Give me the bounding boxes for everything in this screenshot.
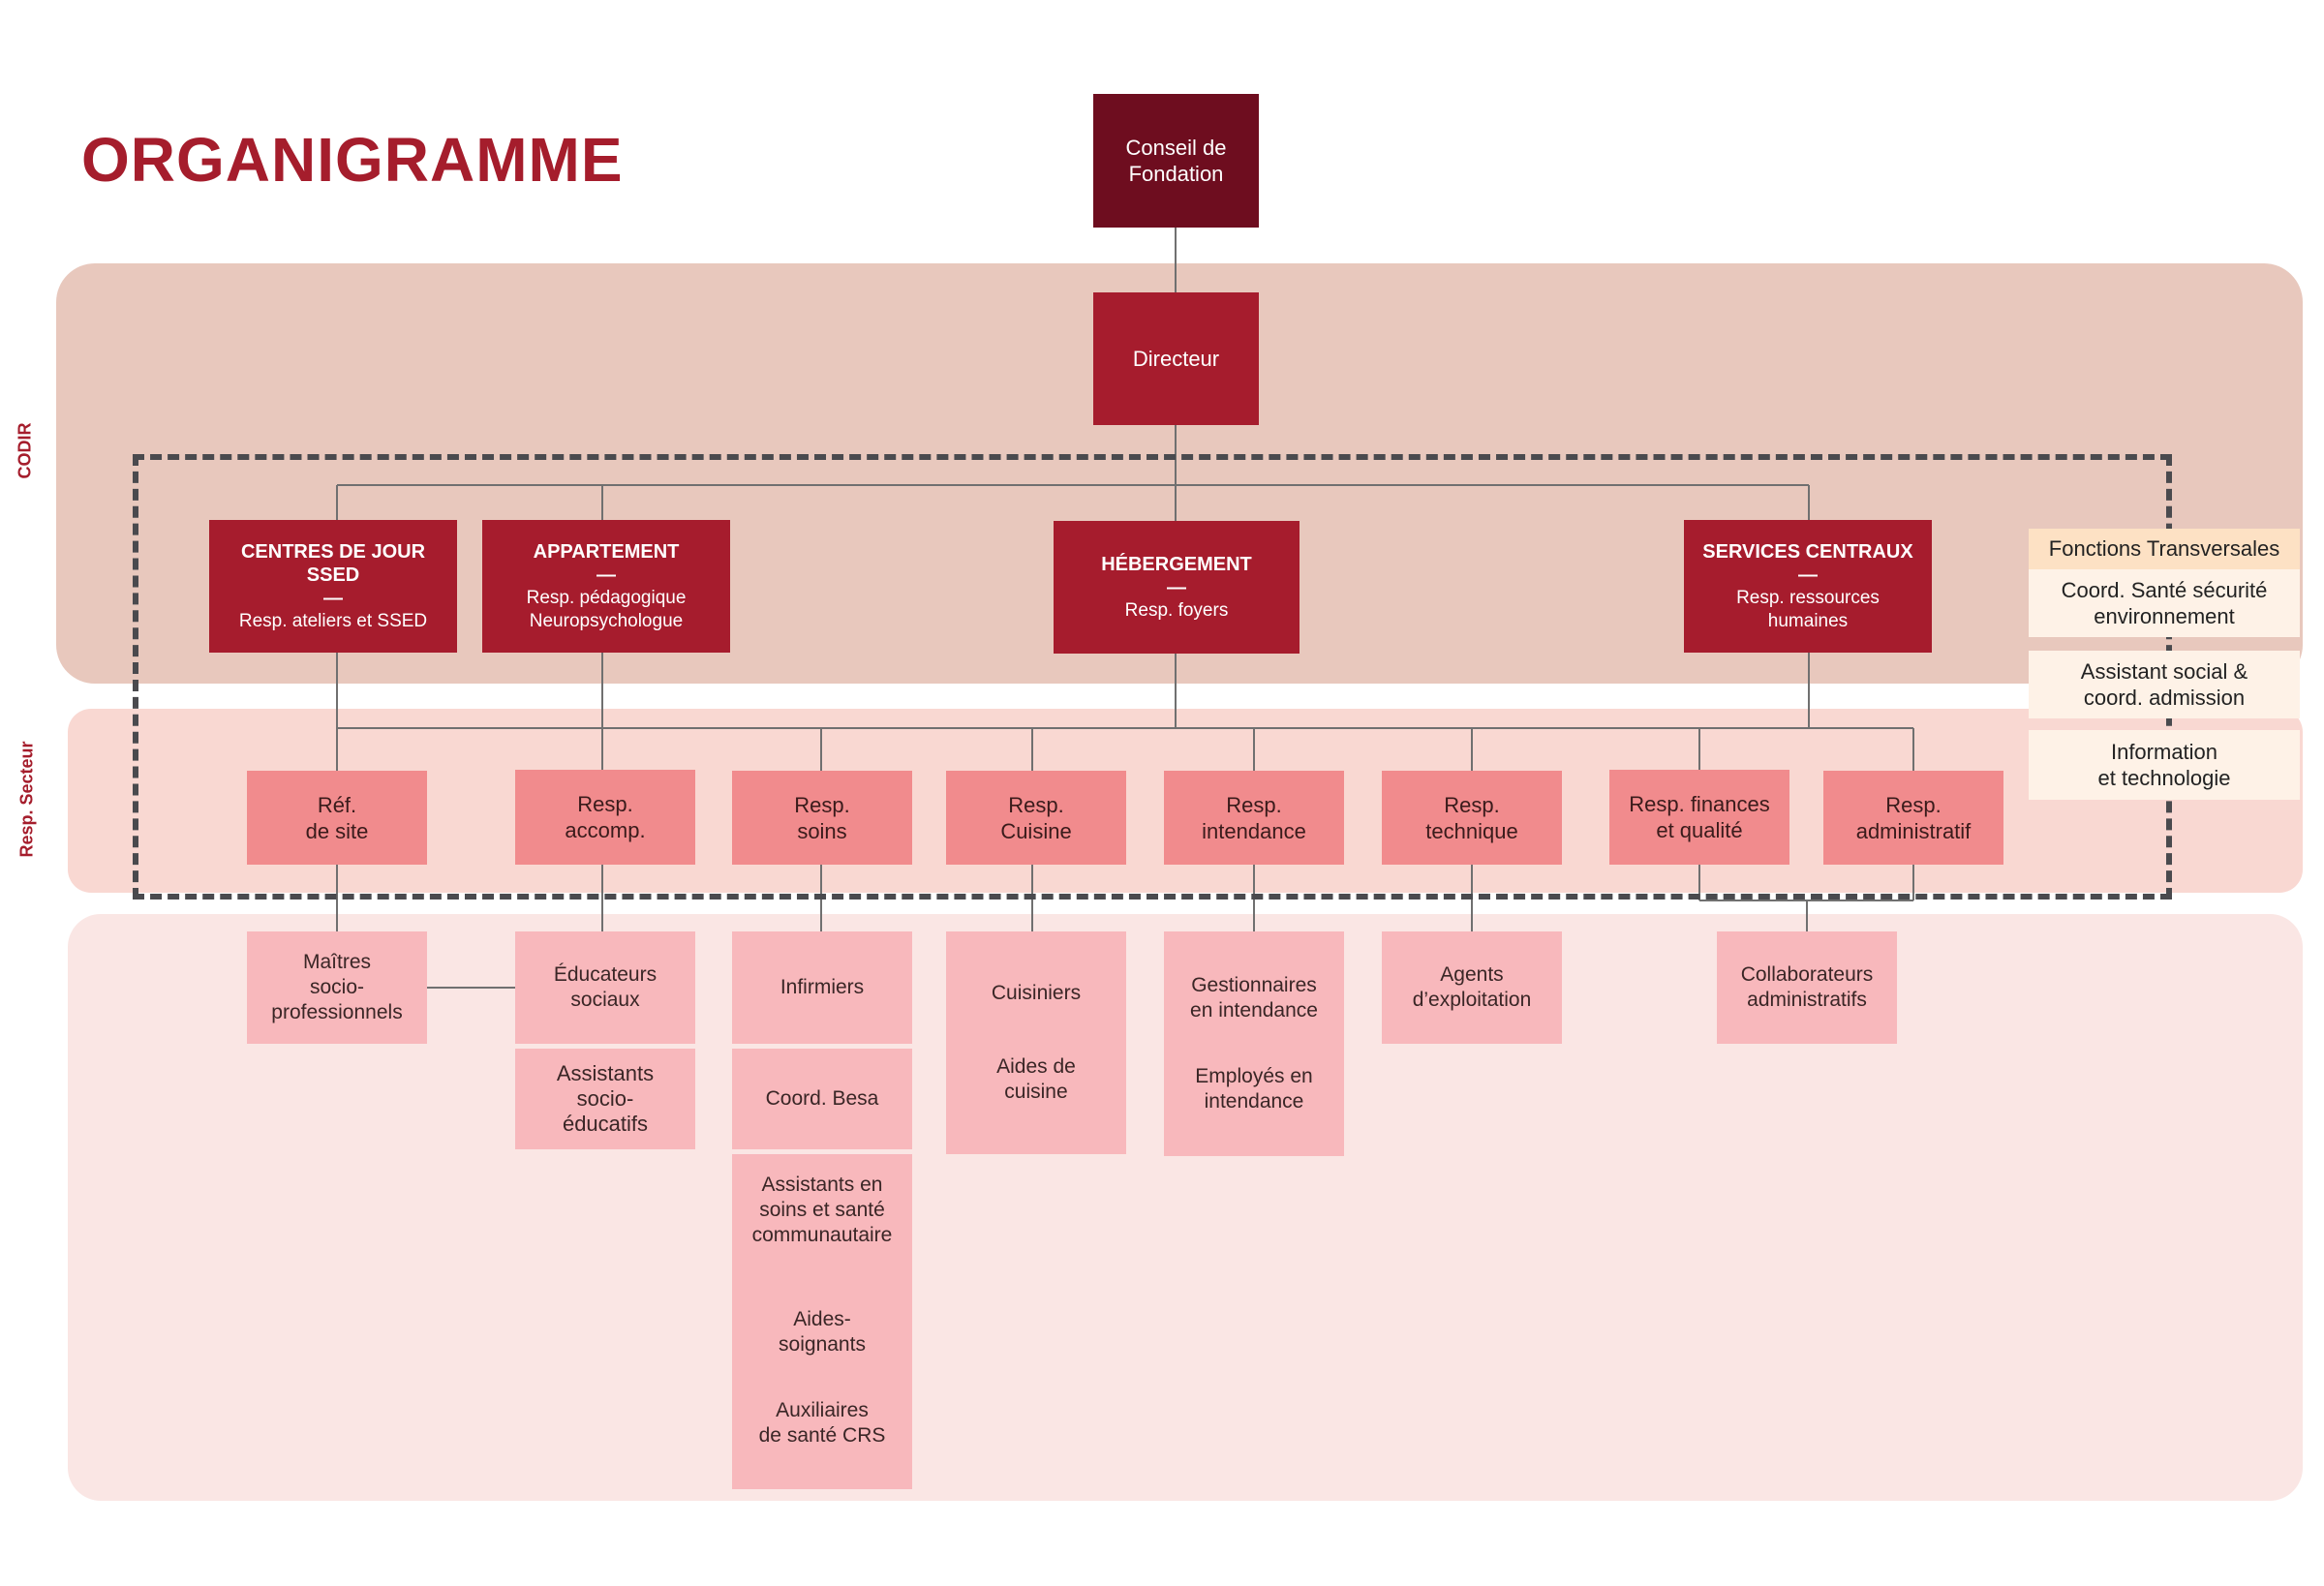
dept-dash: — xyxy=(1167,576,1186,598)
dept-dash: — xyxy=(323,587,343,609)
staff-agents-exploitation: Agents d’exploitation xyxy=(1382,931,1562,1044)
resp-ref-site: Réf. de site xyxy=(247,771,427,865)
dept-sub: Resp. ressources humaines xyxy=(1736,587,1880,631)
staff-maitres-socio-professionnels: Maîtres socio- professionnels xyxy=(247,931,427,1044)
dept-centres-de-jour: CENTRES DE JOUR SSED — Resp. ateliers et… xyxy=(209,520,457,653)
dept-sub: Resp. pédagogique Neuropsychologue xyxy=(526,587,687,631)
dept-sub: Resp. ateliers et SSED xyxy=(238,610,428,631)
dept-sub: Resp. foyers xyxy=(1124,599,1229,621)
staff-aides-soignants: Aides- soignants xyxy=(779,1308,866,1356)
staff-infirmiers: Infirmiers xyxy=(732,931,912,1044)
dept-appartement: APPARTEMENT — Resp. pédagogique Neuropsy… xyxy=(482,520,730,653)
dept-hebergement: HÉBERGEMENT — Resp. foyers xyxy=(1054,521,1300,654)
dept-name: APPARTEMENT xyxy=(533,540,680,563)
staff-soins-group: Aides- soignants Auxiliaires de santé CR… xyxy=(732,1266,912,1489)
staff-coord-besa: Coord. Besa xyxy=(732,1049,912,1149)
resp-intendance: Resp. intendance xyxy=(1164,771,1344,865)
staff-auxiliaires-crs: Auxiliaires de santé CRS xyxy=(758,1399,886,1447)
dept-dash: — xyxy=(596,564,616,586)
dept-name: CENTRES DE JOUR SSED xyxy=(240,540,426,586)
page-title: ORGANIGRAMME xyxy=(81,125,624,195)
staff-collaborateurs-administratifs: Collaborateurs administratifs xyxy=(1717,931,1897,1044)
conseil-fondation-box: Conseil de Fondation xyxy=(1093,94,1259,228)
dept-dash: — xyxy=(1798,564,1818,586)
staff-employes: Employés en intendance xyxy=(1195,1065,1313,1113)
dept-name: HÉBERGEMENT xyxy=(1101,553,1252,575)
transversal-header: Fonctions Transversales xyxy=(2029,529,2300,569)
staff-cuisine-group: Cuisiniers Aides de cuisine xyxy=(946,931,1126,1154)
resp-accomp: Resp. accomp. xyxy=(515,770,695,865)
directeur-box: Directeur xyxy=(1093,292,1259,425)
staff-assistants-soins: Assistants en soins et santé communautai… xyxy=(732,1154,912,1266)
dept-services-centraux: SERVICES CENTRAUX — Resp. ressources hum… xyxy=(1684,520,1932,653)
transversal-item: Assistant social & coord. admission xyxy=(2029,651,2300,718)
transversal-item: Information et technologie xyxy=(2029,730,2300,800)
staff-cuisiniers: Cuisiniers xyxy=(991,981,1082,1004)
resp-soins: Resp. soins xyxy=(732,771,912,865)
staff-assistants-socio-educatifs: Assistants socio- éducatifs xyxy=(515,1049,695,1149)
resp-cuisine: Resp. Cuisine xyxy=(946,771,1126,865)
resp-technique: Resp. technique xyxy=(1382,771,1562,865)
resp-administratif: Resp. administratif xyxy=(1823,771,2003,865)
staff-aides-cuisine: Aides de cuisine xyxy=(996,1055,1076,1104)
staff-gestionnaires: Gestionnaires en intendance xyxy=(1190,973,1318,1022)
resp-finances-qualite: Resp. finances et qualité xyxy=(1609,770,1789,865)
dept-name: SERVICES CENTRAUX xyxy=(1702,540,1913,563)
transversal-item: Coord. Santé sécurité environnement xyxy=(2029,569,2300,637)
staff-educateurs-sociaux: Éducateurs sociaux xyxy=(515,931,695,1044)
staff-intendance-group: Gestionnaires en intendance Employés en … xyxy=(1164,931,1344,1156)
